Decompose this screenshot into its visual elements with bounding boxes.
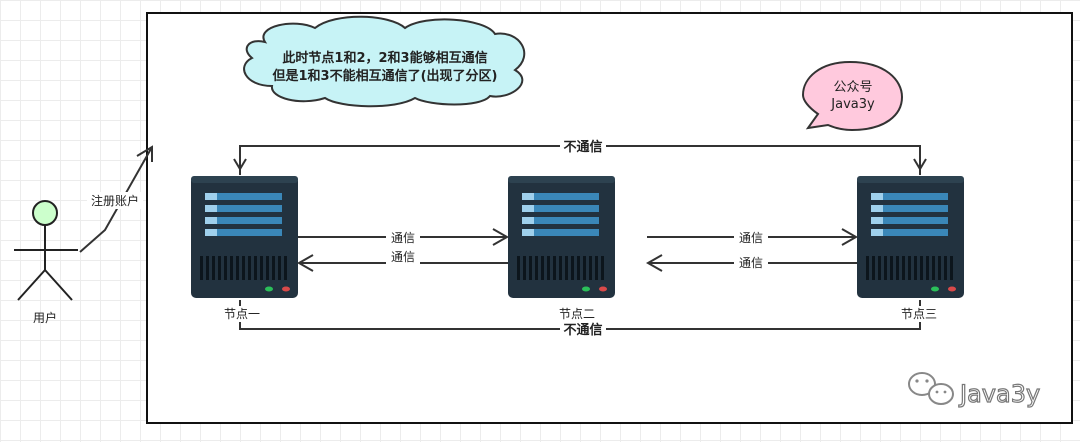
n2-n3-forward-label: 通信 <box>739 231 763 245</box>
n2-n1-back-bg <box>386 249 420 264</box>
top-no-comm-label-bg <box>560 138 606 154</box>
n3-n2-back-bg <box>734 255 768 270</box>
node2-label: 节点二 <box>559 307 595 321</box>
wechat-icon <box>908 372 954 405</box>
register-label-bg <box>87 192 143 209</box>
node1-label: 节点一 <box>224 307 260 321</box>
bubble-line1: 公众号 <box>833 80 872 95</box>
n2-n1-back-label: 通信 <box>391 250 415 264</box>
node3-label-bg <box>897 306 941 322</box>
actor-label: 用户 <box>33 310 57 325</box>
bubble-line2: Java3y <box>830 97 875 112</box>
node3-label: 节点三 <box>901 307 937 321</box>
register-arrow <box>79 145 153 253</box>
watermark-text: Java3y <box>958 380 1040 408</box>
cloud-shape <box>243 15 526 108</box>
server-icon <box>191 176 298 298</box>
node1-label-bg <box>220 306 264 322</box>
stick-figure-icon <box>14 200 78 301</box>
register-label: 注册账户 <box>91 193 139 208</box>
top-no-comm-label: 不通信 <box>563 139 602 155</box>
node2-label-bg <box>555 306 599 322</box>
bottom-no-comm-label: 不通信 <box>563 322 602 338</box>
cloud-line1: 此时节点1和2，2和3能够相互通信 <box>282 50 487 66</box>
speech-bubble <box>801 60 904 132</box>
n3-n2-back-label: 通信 <box>739 256 763 270</box>
cloud-line2: 但是1和3不能相互通信了(出现了分区) <box>272 68 498 84</box>
actor-head <box>32 200 58 226</box>
bottom-no-comm-label-bg <box>560 321 606 337</box>
server-icon <box>508 176 615 298</box>
n1-n2-forward-label: 通信 <box>391 231 415 245</box>
server-icon <box>857 176 964 298</box>
n1-n2-forward-bg <box>386 230 420 245</box>
n2-n3-forward-bg <box>734 230 768 245</box>
